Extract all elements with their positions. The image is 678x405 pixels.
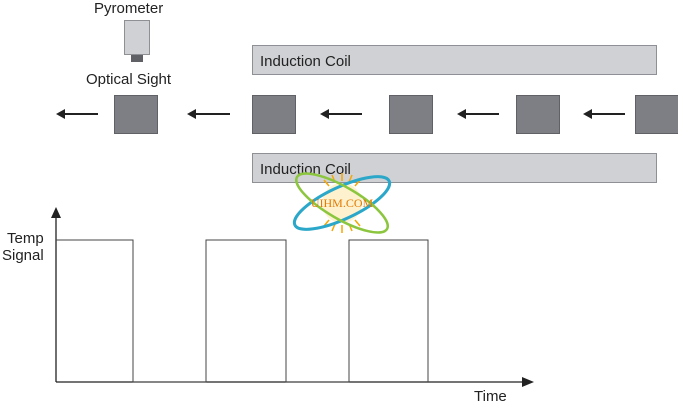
- optical-sight-label: Optical Sight: [86, 71, 172, 88]
- induction-coil-top-label: Induction Coil: [260, 53, 351, 70]
- x-axis-label: Time: [474, 388, 507, 405]
- workpiece-block: [635, 95, 678, 134]
- pyrometer-icon: [124, 20, 150, 55]
- pyrometer-label: Pyrometer: [94, 0, 164, 17]
- direction-arrow-icon: [583, 109, 625, 119]
- workpiece-block: [516, 95, 560, 134]
- direction-arrow-icon: [187, 109, 230, 119]
- induction-coil-top: Induction Coil: [252, 45, 657, 75]
- x-axis-arrow-icon: [522, 377, 534, 387]
- watermark-text: UIHM.COM: [311, 196, 374, 210]
- direction-arrow-icon: [457, 109, 499, 119]
- y-axis-label-line2: Signal: [2, 247, 44, 264]
- workpiece-block: [389, 95, 433, 134]
- pyrometer-lens: [131, 55, 143, 62]
- uihm-logo-icon: UIHM.COM: [292, 172, 392, 234]
- workpiece-block: [252, 95, 296, 134]
- temp-signal-trace: [56, 239, 429, 383]
- induction-coil-bottom-label: Induction Coil: [260, 161, 351, 178]
- direction-arrow-icon: [320, 109, 362, 119]
- y-axis-label-line1: Temp: [7, 230, 44, 247]
- y-axis-arrow-icon: [51, 207, 61, 218]
- direction-arrow-icon: [56, 109, 98, 119]
- induction-coil-bottom: Induction Coil: [252, 153, 657, 183]
- workpiece-block: [114, 95, 158, 134]
